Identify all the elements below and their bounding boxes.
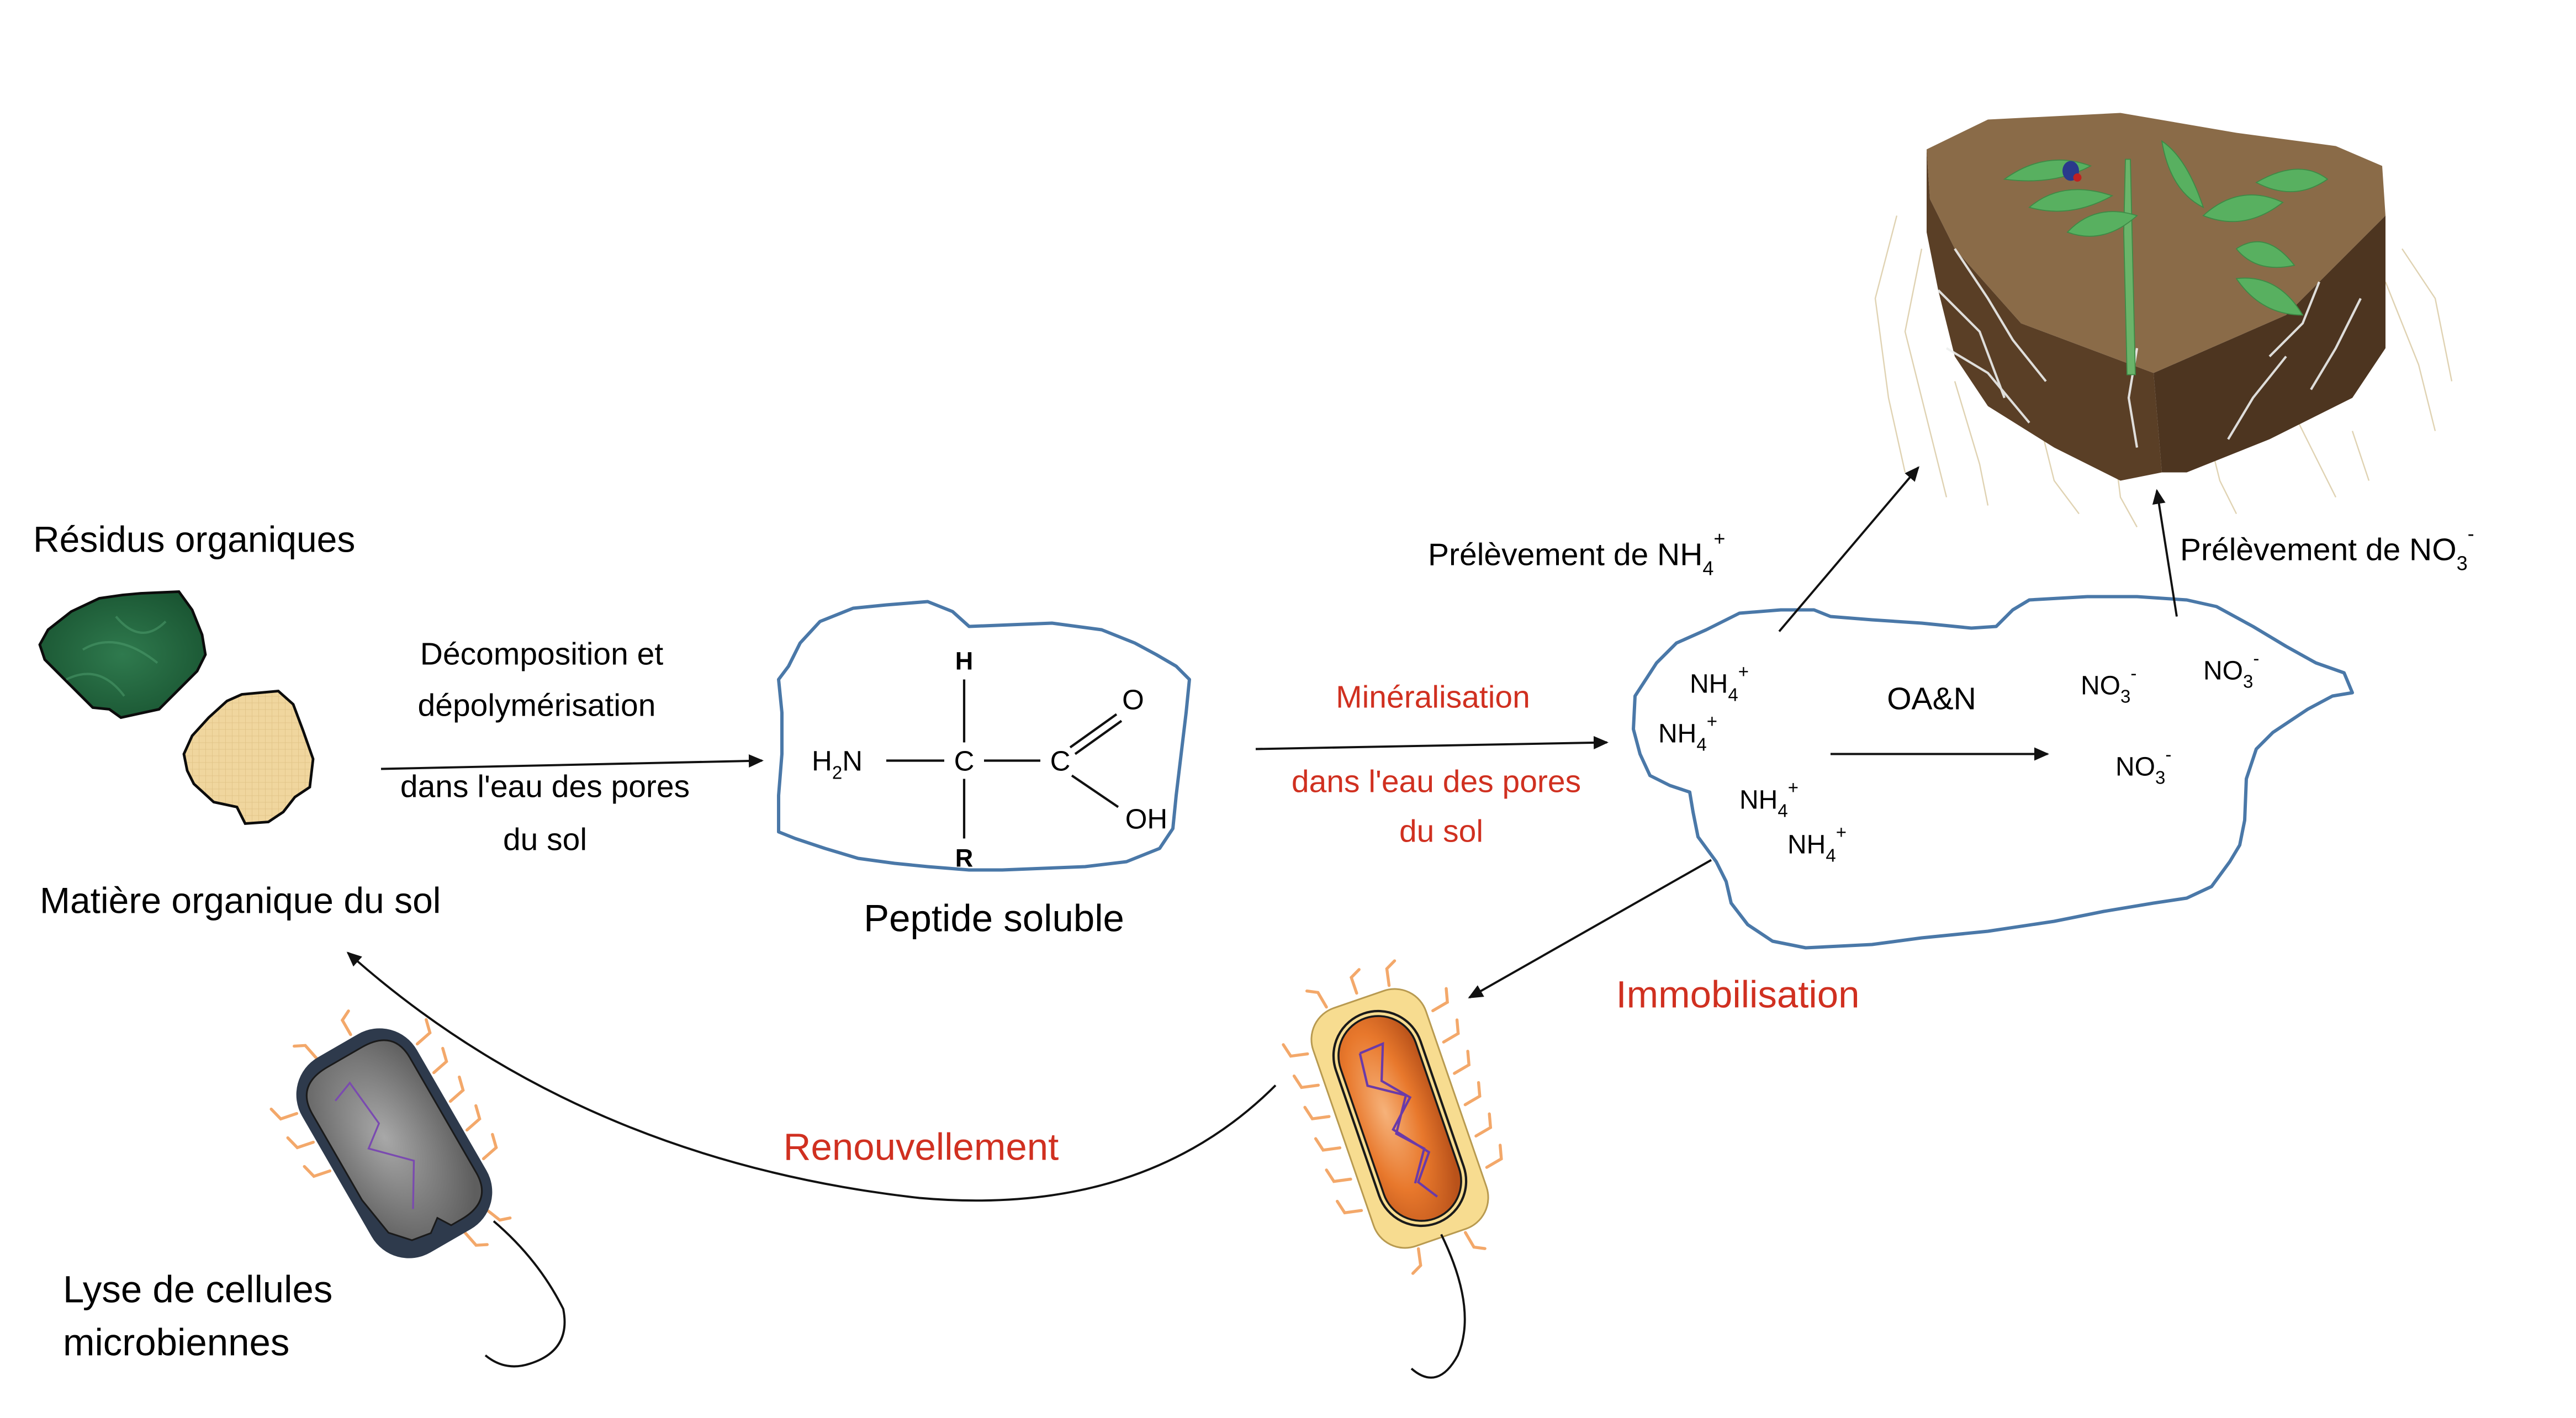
organic-residue-green-icon — [38, 590, 207, 719]
lysis-label-line2: microbiennes — [63, 1321, 289, 1364]
svg-text:NH4+: NH4+ — [1658, 711, 1717, 755]
no3-uptake-arrow — [2152, 489, 2178, 617]
mineral-nitrogen-pore-water-cloud — [1632, 595, 2354, 950]
no3-ion-1: NO3- — [2081, 663, 2136, 707]
soil-organic-matter-label: Matière organique du sol — [40, 880, 441, 921]
residues-label: Résidus organiques — [33, 519, 355, 560]
nh4-ion-3: NH4+ — [1739, 777, 1799, 821]
renewal-label: Renouvellement — [784, 1126, 1059, 1168]
nh4-ion-2: NH4+ — [1658, 711, 1717, 755]
atom-oh: OH — [1125, 803, 1168, 835]
mineralisation-pore-water-line1: dans l'eau des pores — [1292, 764, 1581, 800]
atom-o: O — [1122, 684, 1144, 716]
mineralisation-arrow — [1255, 736, 1609, 750]
no3-ion-2: NO3- — [2203, 648, 2259, 692]
svg-text:NH4+: NH4+ — [1739, 777, 1799, 821]
amino-acid-structure: H H2N C C O OH R — [812, 647, 1167, 872]
svg-text:NH4+: NH4+ — [1787, 822, 1847, 866]
organic-residue-tan-icon — [182, 690, 315, 826]
nh4-ion-4: NH4+ — [1787, 822, 1847, 866]
no3-ion-3: NO3- — [2115, 744, 2171, 788]
pore-water-label-line1: dans l'eau des pores — [400, 769, 690, 805]
lysed-bacterium-flagellum — [484, 1220, 566, 1368]
lysis-label-line1: Lyse de cellules — [63, 1268, 332, 1311]
immobilisation-arrow — [1468, 859, 1712, 999]
atom-c-alpha: C — [954, 745, 975, 777]
renewal-arrow — [346, 951, 1277, 1202]
bacterium-icon — [1282, 959, 1503, 1275]
nh4-ion-1: NH4+ — [1690, 662, 1749, 705]
decomposition-arrow — [380, 754, 764, 770]
immobilisation-label: Immobilisation — [1616, 973, 1860, 1016]
nh4-uptake-arrow — [1778, 466, 1919, 632]
svg-text:NO3-: NO3- — [2115, 744, 2171, 788]
atom-h2: H2N — [812, 745, 863, 783]
decomposition-label-line1: Décomposition et — [420, 637, 664, 672]
atom-h-top: H — [955, 647, 973, 675]
atom-r: R — [955, 844, 973, 872]
pore-water-label-line2: du sol — [503, 822, 587, 858]
no3-uptake-label: Prélèvement de NO3- — [2180, 522, 2474, 575]
bacterium-flagellum — [1410, 1234, 1466, 1379]
peptide-pore-water-cloud — [777, 600, 1191, 872]
lysed-bacterium-icon — [269, 1009, 512, 1258]
soil-block-plant-illustration — [1874, 113, 2453, 528]
svg-text:NO3-: NO3- — [2203, 648, 2259, 692]
decomposition-label-line2: dépolymérisation — [418, 688, 656, 723]
oan-label: OA&N — [1887, 681, 1976, 717]
atom-c-carboxyl: C — [1050, 745, 1071, 777]
svg-text:NO3-: NO3- — [2081, 663, 2136, 707]
mineralisation-label: Minéralisation — [1336, 680, 1530, 715]
mineralisation-pore-water-line2: du sol — [1399, 814, 1483, 849]
soluble-peptide-label: Peptide soluble — [864, 897, 1124, 940]
nh4-uptake-label: Prélèvement de NH4+ — [1428, 527, 1725, 580]
svg-text:NH4+: NH4+ — [1690, 662, 1749, 705]
